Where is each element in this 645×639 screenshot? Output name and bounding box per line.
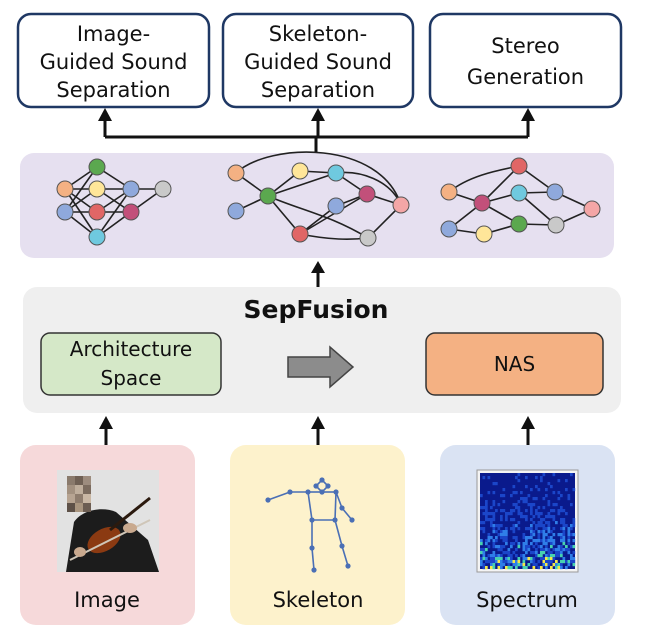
graph-node [88, 203, 106, 221]
nas-label: NAS [494, 352, 535, 376]
graph-node [510, 184, 528, 202]
graph-node [227, 164, 245, 182]
task-box-stereo-generation: Stereo Generation [428, 12, 623, 109]
output-arrows [103, 120, 530, 153]
task-label-line: Stereo [491, 34, 559, 58]
task-box-skeleton-guided: Skeleton- Guided Sound Separation [221, 12, 415, 109]
graph-node [359, 229, 377, 247]
graph-node [122, 203, 140, 221]
sepfusion-title: SepFusion [244, 295, 389, 324]
graph-node [510, 157, 528, 175]
graph-node [440, 183, 458, 201]
graph-node [475, 225, 493, 243]
graph-node [56, 180, 74, 198]
nas-frame [425, 332, 604, 396]
arrowhead [521, 108, 535, 121]
graph-node [547, 216, 565, 234]
graph-node [291, 225, 309, 243]
task-label-line: Separation [261, 78, 375, 102]
architecture-space-frame [40, 332, 222, 396]
graph-node [227, 202, 245, 220]
input-label-image: Image [74, 588, 140, 612]
violinist-photo [57, 470, 159, 572]
input-panel-image: Image [20, 445, 195, 625]
graph-node [154, 180, 172, 198]
task-box-frame [428, 12, 623, 109]
task-box-frame [16, 12, 211, 109]
graph-node [392, 196, 410, 214]
graph-node [327, 164, 345, 182]
graph-2-nodes [227, 162, 410, 247]
graph-node [358, 185, 376, 203]
task-label-line: Separation [56, 78, 170, 102]
graph-node [259, 187, 277, 205]
architecture-space-box: Architecture Space [40, 332, 222, 396]
input-panel-skeleton-bg [230, 445, 405, 625]
input-label-skeleton: Skeleton [273, 588, 364, 612]
graph-node [88, 228, 106, 246]
graph-node [122, 180, 140, 198]
graph-node [327, 197, 345, 215]
graph-node [440, 220, 458, 238]
graph-node [473, 194, 491, 212]
input-panel-spectrum: Spectrum [440, 445, 615, 625]
architecture-space-label: Architecture [70, 337, 192, 361]
task-box-image-guided: Image- Guided Sound Separation [16, 12, 211, 109]
graph-1-nodes [56, 158, 172, 246]
architecture-space-label: Space [101, 366, 162, 390]
graph-node [583, 200, 601, 218]
input-arrows [99, 416, 535, 445]
task-label-line: Generation [467, 65, 584, 89]
graph-node [510, 215, 528, 233]
graph-node [88, 180, 106, 198]
arrowhead [98, 108, 112, 121]
graph-node [88, 158, 106, 176]
graph-node [291, 162, 309, 180]
task-box-frame [221, 12, 415, 109]
input-panel-skeleton: Skeleton [230, 445, 405, 625]
task-label-line: Image- [77, 22, 150, 46]
graph-node [546, 183, 564, 201]
task-label-line: Guided Sound [244, 50, 392, 74]
task-label-line: Skeleton- [269, 22, 367, 46]
arrow-framework-to-graphs [311, 261, 325, 287]
input-label-spectrum: Spectrum [476, 588, 578, 612]
skeleton-joints [265, 477, 355, 573]
graph-node [56, 203, 74, 221]
graph-3-nodes [440, 157, 601, 243]
search-arrow-icon [287, 345, 355, 389]
arrowhead [311, 108, 325, 121]
task-label-line: Guided Sound [40, 50, 188, 74]
spectrogram-image [480, 473, 576, 570]
output-arrowheads [98, 108, 535, 121]
nas-box: NAS [425, 332, 604, 396]
